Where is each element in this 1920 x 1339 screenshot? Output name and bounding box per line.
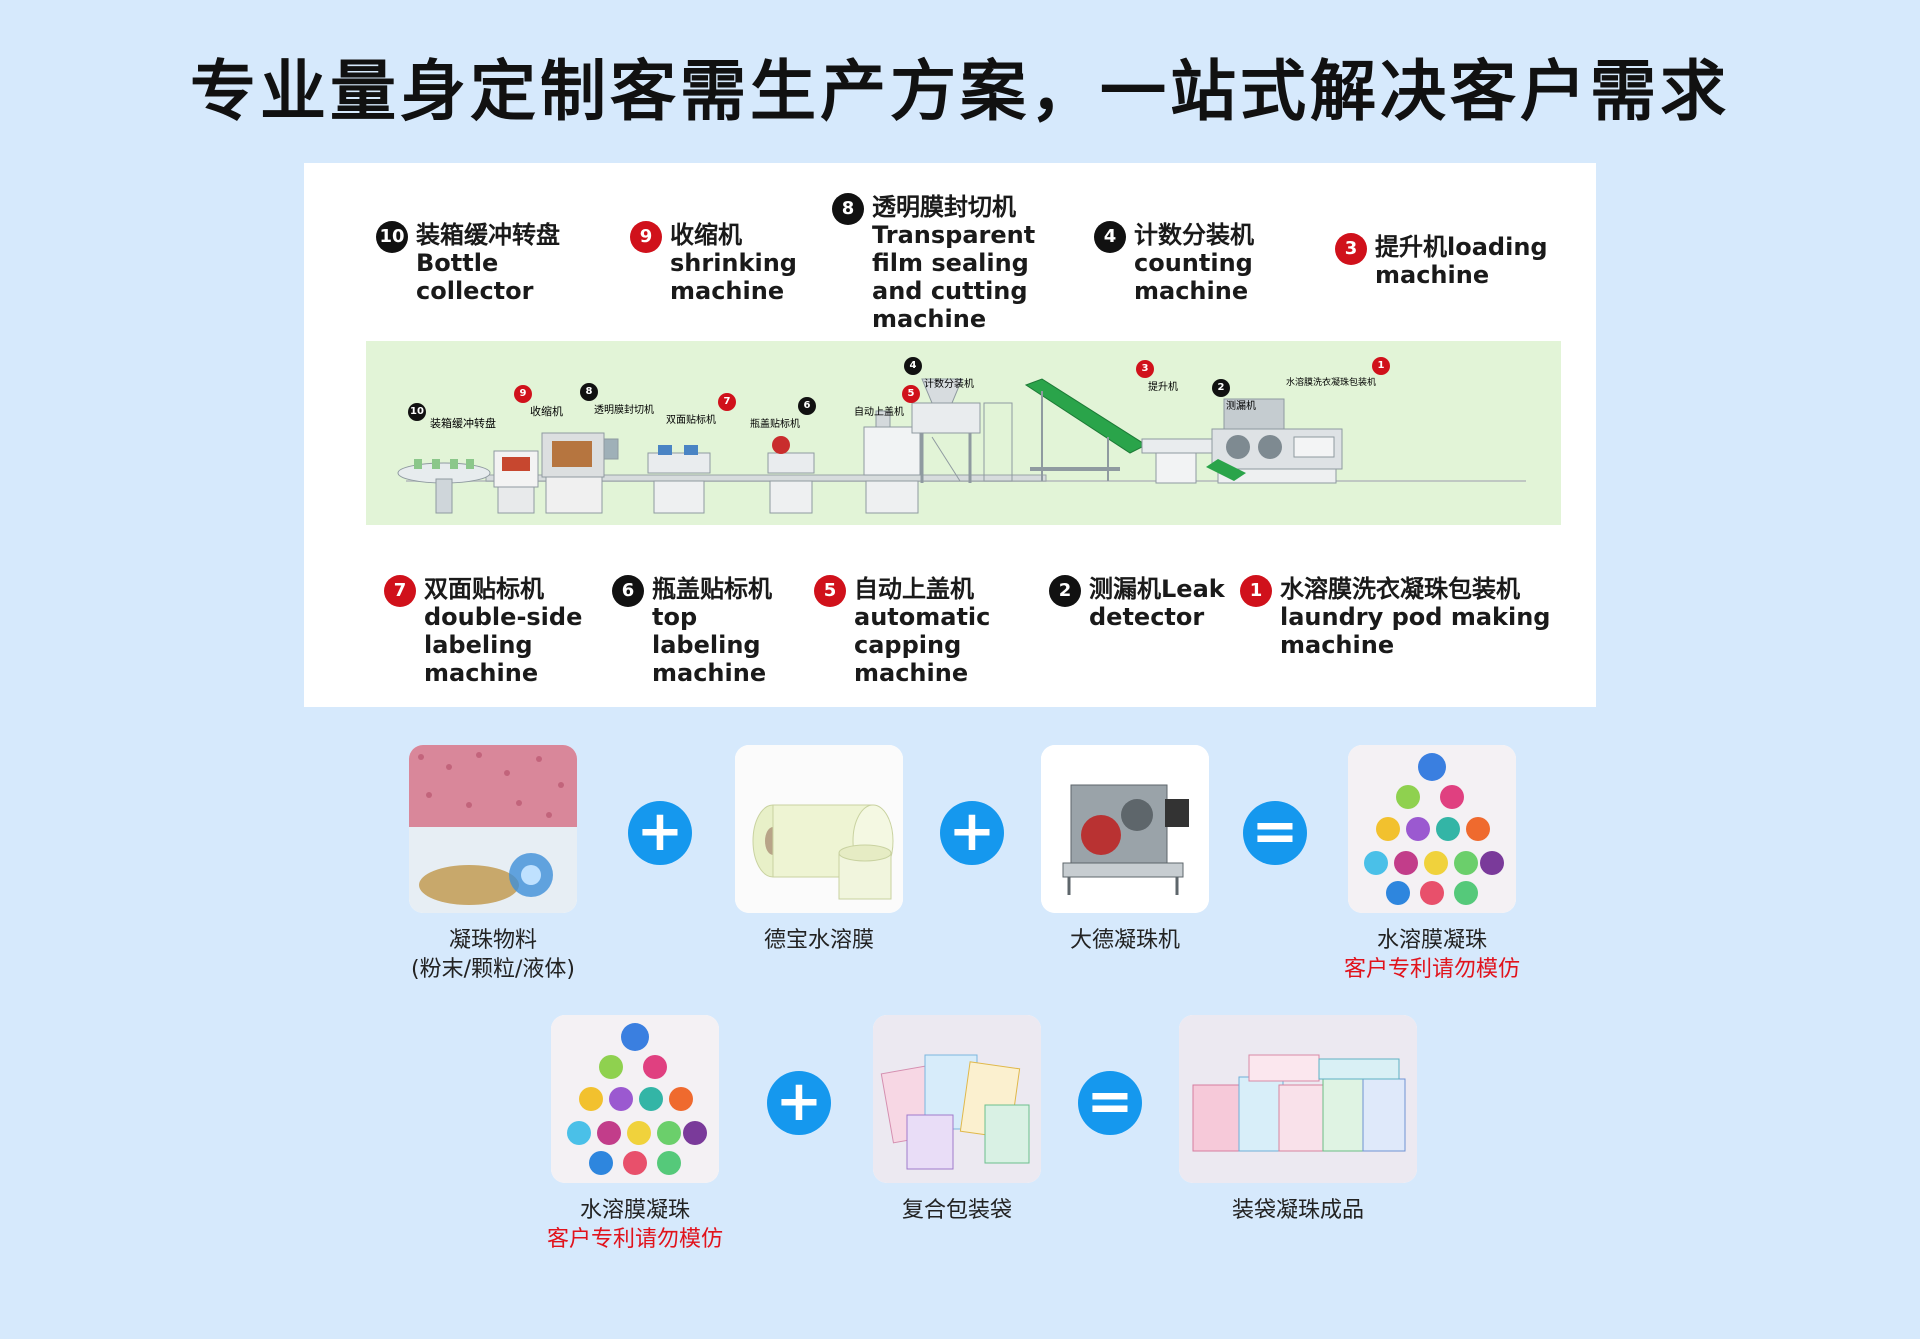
label-double-side-labeling: 7 双面贴标机 double-side labeling machine bbox=[384, 575, 582, 687]
step-badge: 2 bbox=[1049, 575, 1081, 607]
label-text: 瓶盖贴标机 top labeling machine bbox=[652, 575, 772, 687]
pod-material-image bbox=[409, 745, 577, 913]
diagram-tag-8: 8 透明膜封切机 bbox=[580, 383, 654, 416]
step-badge: 6 bbox=[612, 575, 644, 607]
equals-icon: = bbox=[1078, 1071, 1142, 1135]
step-badge: 3 bbox=[1335, 233, 1367, 265]
pod-machine-image bbox=[1041, 745, 1209, 913]
equals-icon: = bbox=[1243, 801, 1307, 865]
label-text: 收缩机 shrinking machine bbox=[670, 221, 797, 305]
caption-finished-product: 装袋凝珠成品 bbox=[1231, 1198, 1364, 1223]
step-badge: 10 bbox=[376, 221, 408, 253]
loading-elevator-machine bbox=[1024, 378, 1148, 481]
label-text: 计数分装机 counting machine bbox=[1134, 221, 1254, 305]
patent-warning: 客户专利请勿模仿 bbox=[546, 1227, 723, 1252]
label-text: 装箱缓冲转盘 Bottle collector bbox=[416, 221, 560, 305]
diagram-tag-9: 9 收缩机 bbox=[514, 385, 563, 419]
step-badge: 5 bbox=[814, 575, 846, 607]
caption-pod-machine: 大德凝珠机 bbox=[1069, 928, 1180, 953]
label-text: 透明膜封切机 Transparent film sealing and cutt… bbox=[872, 193, 1036, 333]
diagram-tag-5: 5 自动上盖机 bbox=[854, 385, 920, 418]
step-badge: 7 bbox=[384, 575, 416, 607]
patent-warning: 客户专利请勿模仿 bbox=[1343, 957, 1520, 982]
label-laundry-pod-machine: 1 水溶膜洗衣凝珠包装机 laundry pod making machine bbox=[1240, 575, 1550, 659]
step-badge: 8 bbox=[832, 193, 864, 225]
counting-machine bbox=[911, 378, 1013, 483]
label-bottle-collector: 10 装箱缓冲转盘 Bottle collector bbox=[376, 221, 560, 305]
page-title: 专业量身定制客需生产方案，一站式解决客户需求 bbox=[190, 53, 1730, 130]
water-soluble-film-image bbox=[735, 745, 903, 913]
label-automatic-capping: 5 自动上盖机 automatic capping machine bbox=[814, 575, 990, 687]
label-counting-machine: 4 计数分装机 counting machine bbox=[1094, 221, 1254, 305]
label-leak-detector: 2 测漏机Leak detector bbox=[1049, 575, 1225, 631]
label-film-sealing-machine: 8 透明膜封切机 Transparent film sealing and cu… bbox=[832, 193, 1035, 333]
diagram-tag-3: 3 提升机 bbox=[1136, 360, 1178, 393]
production-line-illustration bbox=[397, 378, 1526, 514]
diagram-tag-6: 6 瓶盖贴标机 bbox=[750, 397, 816, 430]
plus-icon: + bbox=[628, 801, 692, 865]
label-top-labeling: 6 瓶盖贴标机 top labeling machine bbox=[612, 575, 772, 687]
caption-laundry-pods: 水溶膜凝珠 客户专利请勿模仿 bbox=[1312, 926, 1552, 984]
diagram-tag-10: 10 装箱缓冲转盘 bbox=[408, 393, 496, 431]
label-loading-machine: 3 提升机loading machine bbox=[1335, 233, 1548, 289]
label-text: 自动上盖机 automatic capping machine bbox=[854, 575, 991, 687]
diagram-tag-2: 2 测漏机 bbox=[1212, 379, 1256, 412]
diagram-tag-7: 7 双面贴标机 bbox=[666, 393, 736, 426]
shrinking-machine bbox=[493, 450, 539, 514]
step-badge: 4 bbox=[1094, 221, 1126, 253]
finished-bagged-pods-image bbox=[1179, 1015, 1417, 1183]
label-shrinking-machine: 9 收缩机 shrinking machine bbox=[630, 221, 797, 305]
caption-film: 德宝水溶膜 bbox=[763, 928, 874, 953]
caption-pod-material: 凝珠物料 (粉末/颗粒/液体) bbox=[411, 928, 575, 982]
plus-icon: + bbox=[940, 801, 1004, 865]
leak-detector-machine bbox=[1141, 438, 1213, 484]
diagram-tag-1: 1 水溶膜洗衣凝珠包装机 bbox=[1286, 357, 1390, 388]
label-text: 水溶膜洗衣凝珠包装机 laundry pod making machine bbox=[1280, 575, 1551, 659]
laundry-pods-image-2 bbox=[551, 1015, 719, 1183]
caption-laundry-pods-2: 水溶膜凝珠 客户专利请勿模仿 bbox=[515, 1196, 755, 1254]
bottle-collector-machine bbox=[397, 459, 491, 514]
label-text: 双面贴标机 double-side labeling machine bbox=[424, 575, 583, 687]
label-text: 测漏机Leak detector bbox=[1089, 575, 1225, 631]
laundry-pods-image bbox=[1348, 745, 1516, 913]
automatic-capping-machine bbox=[863, 410, 921, 514]
step-badge: 9 bbox=[630, 221, 662, 253]
production-line-diagram: 10 装箱缓冲转盘 9 收缩机 8 透明膜封切机 7 双面贴标机 6 瓶盖贴标机… bbox=[366, 341, 1561, 525]
laundry-pod-machine bbox=[1206, 398, 1343, 484]
caption-packaging-bags: 复合包装袋 bbox=[901, 1198, 1012, 1223]
diagram-tag-4: 4 计数分装机 bbox=[904, 357, 974, 390]
double-side-labeling-machine bbox=[647, 445, 711, 514]
top-labeling-machine bbox=[767, 436, 815, 514]
plus-icon: + bbox=[767, 1071, 831, 1135]
packaging-bags-image bbox=[873, 1015, 1041, 1183]
film-sealing-machine bbox=[541, 432, 619, 514]
step-badge: 1 bbox=[1240, 575, 1272, 607]
label-text: 提升机loading machine bbox=[1375, 233, 1548, 289]
